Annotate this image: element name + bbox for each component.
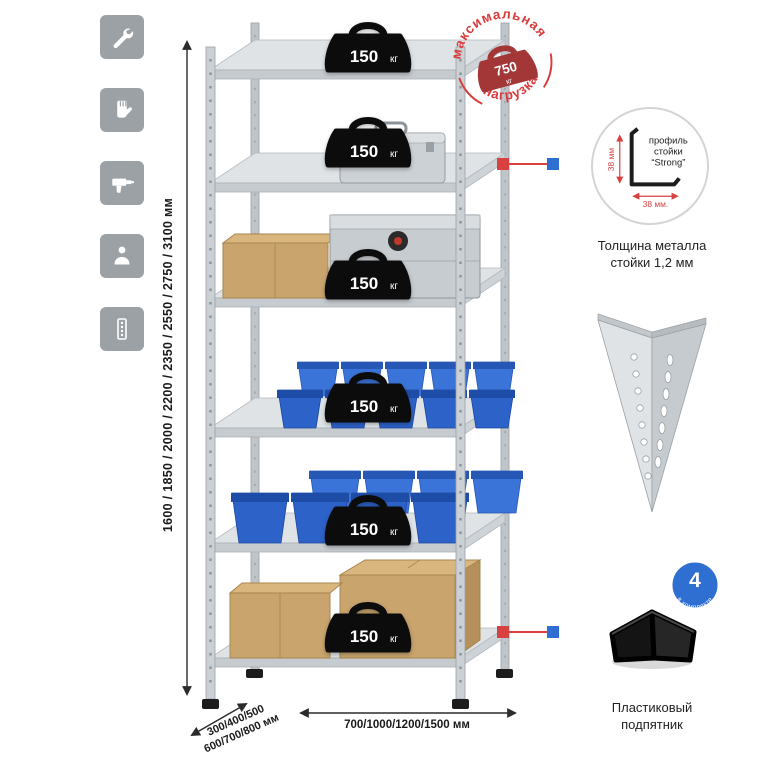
shelf-load-badge xyxy=(322,16,414,74)
cardboard-box xyxy=(221,233,342,299)
width-dimension-text: 700/1000/1200/1500 мм xyxy=(344,719,470,731)
post-profile-shape xyxy=(629,127,681,187)
wrench-icon xyxy=(100,15,144,59)
profile-caption: Толщина металла стойки 1,2 мм xyxy=(572,238,732,272)
rack-post-icon-glyph xyxy=(117,318,127,340)
drill-icon xyxy=(100,161,144,205)
svg-text:750: 750 xyxy=(493,59,519,79)
profile-caption-line1: Толщина металла xyxy=(597,238,707,253)
shelf-load-badge xyxy=(322,489,414,547)
foot-caption: Пластиковый подпятник xyxy=(572,700,732,734)
svg-text:кг: кг xyxy=(505,76,513,86)
shelf-load-badge xyxy=(322,596,414,654)
plastic-foot-image xyxy=(609,609,697,669)
foot-caption-line2: подпятник xyxy=(621,716,683,732)
wrench-icon-glyph xyxy=(113,28,134,49)
shelf-load-badge xyxy=(322,111,414,169)
drill-icon-glyph xyxy=(112,178,134,193)
included-count-badge: 4 в комплекте xyxy=(669,559,721,611)
rack-front-posts xyxy=(202,46,469,709)
profile-diagram: 38 мм 38 мм. профиль стойки “Strong” xyxy=(606,127,688,209)
svg-text:38 мм: 38 мм xyxy=(606,148,616,171)
corner-post-image xyxy=(597,313,707,513)
shelf-load-badge xyxy=(322,243,414,301)
rack-post-icon xyxy=(100,307,144,351)
svg-text:38 мм.: 38 мм. xyxy=(643,199,669,209)
svg-text:стойки: стойки xyxy=(654,146,683,157)
svg-text:4: 4 xyxy=(689,569,701,592)
rack-back-posts xyxy=(246,22,513,678)
shelf-load-badge xyxy=(322,366,414,424)
height-dimension-text: 1600 / 1850 / 2000 / 2200 / 2350 / 2550 … xyxy=(161,197,175,533)
person-icon-glyph xyxy=(114,246,130,265)
profile-caption-line2: стойки 1,2 мм xyxy=(610,254,694,270)
svg-text:профиль: профиль xyxy=(649,135,688,146)
max-load-weight: 750 кг xyxy=(477,45,538,93)
glove-icon xyxy=(100,88,144,132)
perforation-holes xyxy=(630,353,674,480)
foot-caption-line1: Пластиковый xyxy=(611,700,693,715)
glove-icon-glyph xyxy=(117,100,132,118)
profile-callout-circle: 38 мм 38 мм. профиль стойки “Strong” xyxy=(591,107,709,225)
svg-text:“Strong”: “Strong” xyxy=(651,157,685,168)
person-icon xyxy=(100,234,144,278)
